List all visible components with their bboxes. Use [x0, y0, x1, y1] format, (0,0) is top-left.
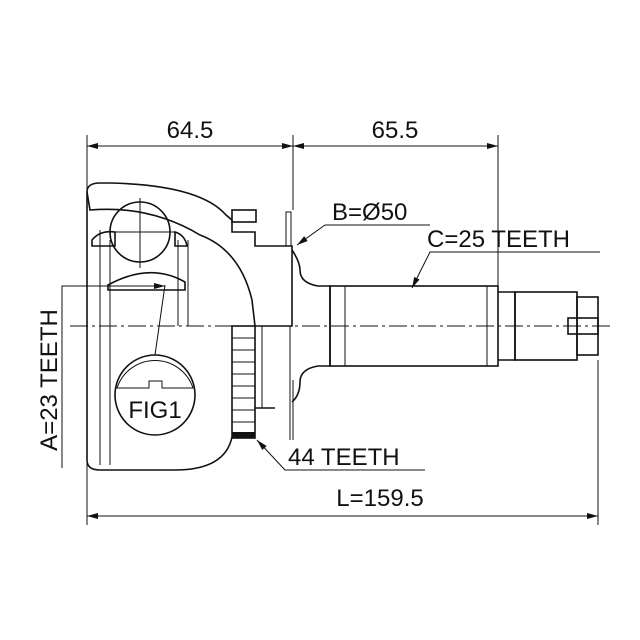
inner-teeth-callout: A=23 TEETH — [36, 283, 165, 468]
abs-teeth-callout: 44 TEETH — [256, 439, 425, 471]
housing-length-label: 64.5 — [167, 117, 214, 144]
outer-housing — [86, 182, 293, 471]
fig1-detail: FIG1 — [114, 284, 196, 436]
abs-teeth-label: 44 TEETH — [288, 444, 400, 471]
shaft-teeth-callout: C=25 TEETH — [411, 226, 600, 289]
abs-ring — [231, 325, 256, 439]
inner-teeth-label: A=23 TEETH — [36, 309, 63, 451]
seal-diameter-label: B=Ø50 — [332, 199, 407, 226]
dimension-64-5: 64.5 — [87, 117, 293, 149]
dimension-total-length: L=159.5 — [87, 485, 598, 519]
fig1-label: FIG1 — [128, 397, 181, 424]
dimension-65-5: 65.5 — [293, 117, 498, 149]
shaft-length-label: 65.5 — [372, 117, 419, 144]
seal-diameter-callout: B=Ø50 — [296, 199, 430, 246]
shaft-teeth-label: C=25 TEETH — [427, 226, 570, 253]
total-length-label: L=159.5 — [336, 485, 423, 512]
